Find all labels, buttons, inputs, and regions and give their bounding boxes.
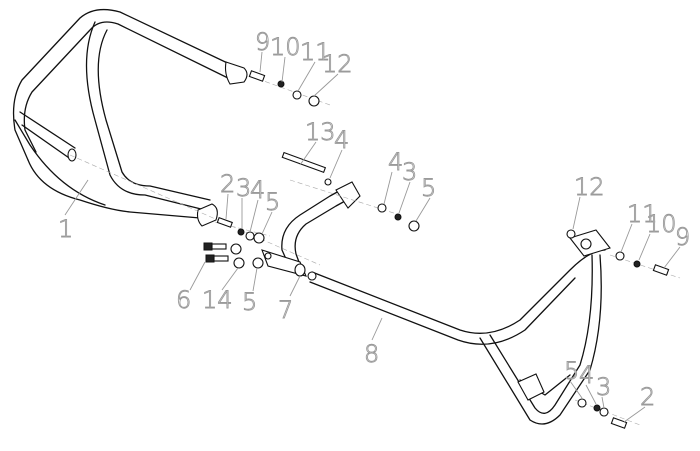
- callout-leader-line: [64, 179, 89, 216]
- callout-number: 9: [675, 223, 690, 251]
- callout-leader-line: [259, 51, 263, 73]
- callout-number: 8: [364, 340, 379, 368]
- fasteners: [69, 70, 681, 429]
- callout-leader-line: [638, 233, 651, 261]
- callout-leader-line: [289, 275, 301, 297]
- callout-number: 5: [265, 188, 280, 216]
- callout-number: 10: [646, 210, 677, 238]
- callout-leader-line: [252, 267, 258, 292]
- callout-number: 12: [574, 173, 605, 201]
- callout-number: 11: [627, 200, 658, 228]
- callout-number: 6: [176, 286, 191, 314]
- callout-leader-line: [261, 211, 273, 235]
- callout-number: 7: [278, 296, 293, 324]
- callout-leader-line: [249, 199, 259, 233]
- right-crash-bar: [307, 229, 611, 425]
- callout-number: 11: [300, 38, 331, 66]
- callout-leader-line: [569, 380, 583, 399]
- callout-leader-line: [415, 197, 431, 222]
- callout-leader-line: [383, 171, 393, 205]
- callout-leader-line: [663, 246, 681, 269]
- callout-leader-line: [281, 56, 286, 83]
- callout-number: 5: [242, 288, 257, 316]
- callout-leader-line: [620, 223, 633, 253]
- center-bracket: [261, 181, 361, 277]
- callout-leader-line: [623, 406, 646, 423]
- callout-number: 9: [255, 28, 270, 56]
- callout-leader-line: [297, 61, 316, 92]
- callout-number: 10: [270, 33, 301, 61]
- callout-number: 4: [250, 176, 265, 204]
- callout-number: 4: [388, 148, 403, 176]
- callout-number: 3: [402, 158, 417, 186]
- callout-leader-line: [585, 384, 597, 405]
- callout-number: 1: [58, 215, 73, 243]
- callout-leader-line: [572, 196, 581, 230]
- callout-leader-line: [371, 317, 383, 341]
- callout-number: 14: [202, 286, 233, 314]
- callout-leader-line: [601, 396, 605, 409]
- callout-number: 4: [579, 361, 594, 389]
- callout-leader-line: [329, 149, 343, 179]
- callout-number: 5: [564, 357, 579, 385]
- callout-number: 2: [220, 170, 235, 198]
- callout-number: 4: [334, 126, 349, 154]
- callout-number: 3: [236, 174, 251, 202]
- callout-leader-line: [398, 181, 411, 214]
- callout-number: 3: [596, 373, 611, 401]
- callout-number: 2: [640, 383, 655, 411]
- callout-number: 12: [322, 50, 353, 78]
- callout-leader-line: [189, 261, 206, 291]
- callout-leader-line: [299, 141, 317, 166]
- callout-leader-line: [225, 193, 229, 220]
- callout-leader-line: [221, 267, 239, 291]
- callout-leader-line: [313, 73, 339, 97]
- callout-number: 13: [305, 118, 336, 146]
- left-crash-bar: [12, 8, 248, 227]
- callout-number: 5: [421, 174, 436, 202]
